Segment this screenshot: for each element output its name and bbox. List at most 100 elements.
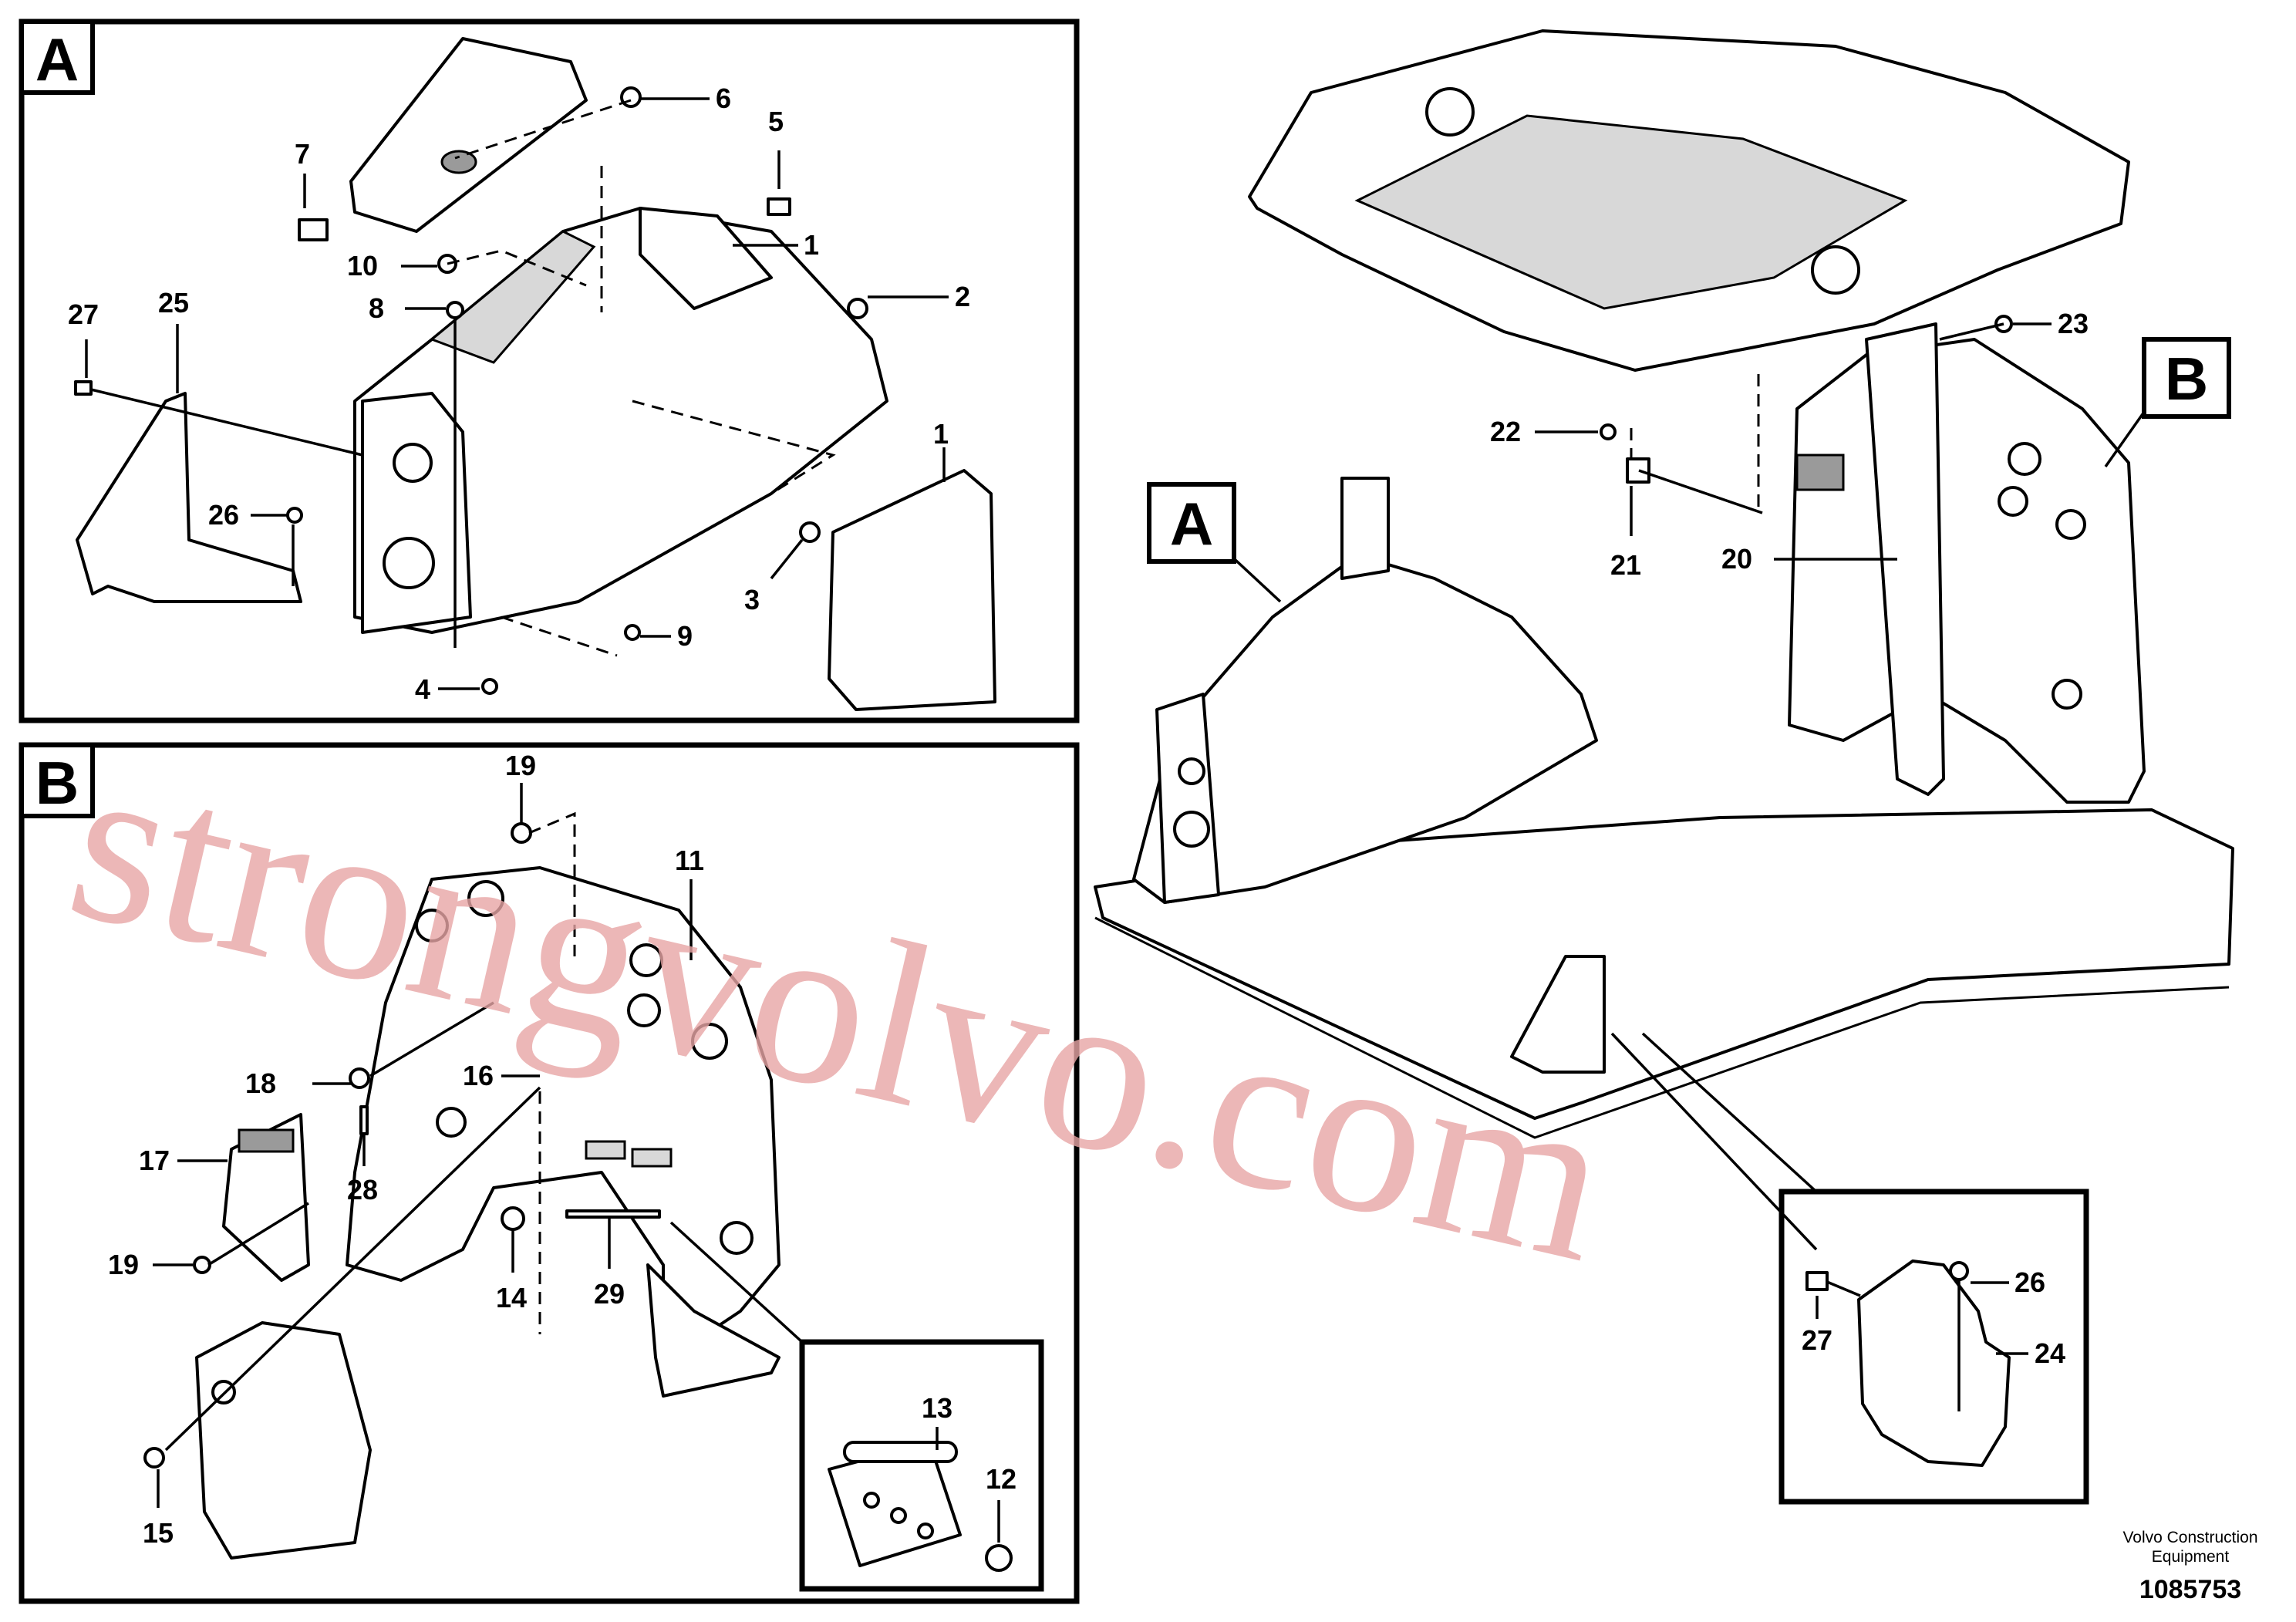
nut-6	[620, 86, 642, 108]
clip-7	[298, 218, 329, 241]
detail-panel-a: A	[19, 19, 1080, 723]
panel-a-letter: A	[35, 25, 79, 93]
main-rear-pillar-trim	[1788, 338, 2146, 804]
hinge-mount-2	[631, 1148, 673, 1168]
main-vent-2	[1173, 811, 1210, 848]
cover-15	[195, 1321, 372, 1560]
clip-18	[349, 1067, 370, 1089]
assembly-line-15	[164, 1086, 541, 1452]
main-vent-b1	[2008, 442, 2041, 476]
callout-19-top: 19	[505, 750, 536, 781]
cab-floor-frame	[1094, 808, 2234, 1120]
main-vent-b2	[1998, 486, 2028, 517]
screw-12	[985, 1544, 1013, 1572]
assembly-line-27-detail	[1826, 1280, 1861, 1297]
callout-16: 16	[463, 1060, 494, 1091]
assembly-line-19b	[207, 1202, 309, 1266]
callout-26: 26	[208, 499, 239, 531]
footer-brand-line1: Volvo Construction	[2122, 1529, 2257, 1546]
callout-1-right: 1	[933, 418, 949, 450]
hinge-hole-2	[890, 1507, 907, 1524]
nut-3	[799, 521, 821, 543]
callout-26-detail: 26	[2014, 1266, 2045, 1298]
footer-drawing-id: 1085753	[2139, 1575, 2241, 1604]
top-cover-hole	[440, 150, 477, 174]
assembly-line-23	[1939, 322, 2004, 341]
callout-28: 28	[347, 1174, 378, 1206]
pin-5	[767, 197, 791, 216]
screw-26	[286, 507, 303, 524]
main-console-column	[1155, 693, 1220, 904]
bracket-24-detail	[1857, 1259, 2011, 1467]
main-vent-1	[1178, 757, 1205, 785]
footer-brand-line2: Equipment	[2152, 1548, 2230, 1566]
main-tag-b-letter: B	[2165, 345, 2208, 413]
hinge-hole-3	[917, 1523, 934, 1539]
callout-8: 8	[369, 292, 384, 324]
callout-1-top: 1	[804, 229, 819, 261]
callout-11: 11	[675, 845, 704, 876]
console-inner-wall	[430, 230, 596, 364]
callout-23: 23	[2058, 308, 2089, 339]
panel-b-frame	[19, 742, 1080, 1604]
callout-9: 9	[677, 620, 693, 652]
callout-18: 18	[245, 1067, 276, 1099]
floor-frame-edge	[1094, 916, 2230, 1139]
panel-b-tag	[19, 743, 95, 818]
callout-19-lower: 19	[108, 1249, 139, 1280]
vent-upper	[393, 443, 433, 483]
callout-21: 21	[1610, 549, 1641, 581]
clip-27-detail	[1805, 1271, 1829, 1291]
detail-panel-b: B	[19, 742, 1080, 1604]
clip-2	[847, 298, 868, 319]
hinge-hole-1	[863, 1492, 880, 1509]
roof-hatch-rear	[1811, 245, 1860, 295]
roof-hatch-front	[1425, 87, 1475, 137]
panel-b-letter: B	[35, 749, 79, 817]
screw-22	[1600, 423, 1617, 440]
main-console	[1132, 554, 1598, 904]
inset-pointer-1	[1610, 1032, 1818, 1251]
vent-b4	[627, 993, 661, 1027]
callout-22: 22	[1490, 416, 1521, 447]
callout-7: 7	[295, 138, 310, 170]
callout-15: 15	[143, 1517, 174, 1549]
panel-a-frame	[19, 19, 1080, 723]
main-tag-b	[2142, 337, 2231, 419]
screw-19-lower	[193, 1256, 211, 1274]
vent-b7	[436, 1107, 467, 1138]
cab-roof-panel	[1354, 114, 1908, 310]
panel-a-tag	[19, 19, 95, 95]
assembly-line-27	[90, 388, 363, 457]
side-panel	[828, 469, 996, 711]
rivet-8	[446, 301, 464, 319]
bracket-detail-inset: 26 27 24	[1610, 1032, 2089, 1505]
assembly-line-6	[454, 99, 632, 160]
callout-10: 10	[347, 250, 378, 282]
leader-3	[770, 538, 804, 580]
washer-14	[501, 1206, 525, 1231]
vent-b1	[467, 880, 504, 917]
nut-15	[143, 1447, 165, 1469]
vent-b2	[415, 909, 449, 943]
vent-grille-17	[222, 1113, 310, 1282]
main-tag-a-letter: A	[1170, 490, 1213, 558]
callout-27-detail: 27	[1802, 1324, 1832, 1356]
clip-21	[1626, 457, 1650, 484]
assembly-line-9	[501, 615, 618, 657]
bracket-inset-frame	[1778, 1189, 2089, 1505]
inset-pointer-2	[1641, 1032, 1818, 1193]
vent-b5	[691, 1023, 728, 1060]
callout-6: 6	[716, 83, 731, 114]
drawing-footer: Volvo Construction Equipment 1085753	[2122, 1529, 2257, 1604]
pillar-strip-20	[1865, 322, 1945, 796]
hinge-knuckle	[843, 1441, 958, 1463]
main-cab-view: A B 22 21 23 20	[1094, 29, 2234, 1139]
inset-pointer	[669, 1221, 804, 1344]
vent-grille-slots	[238, 1128, 295, 1153]
callout-13: 13	[922, 1392, 952, 1424]
hinge-mount-1	[585, 1140, 626, 1160]
callout-29: 29	[594, 1278, 625, 1310]
assembly-line-18	[369, 1001, 494, 1077]
main-vent-grille	[1795, 454, 1845, 491]
